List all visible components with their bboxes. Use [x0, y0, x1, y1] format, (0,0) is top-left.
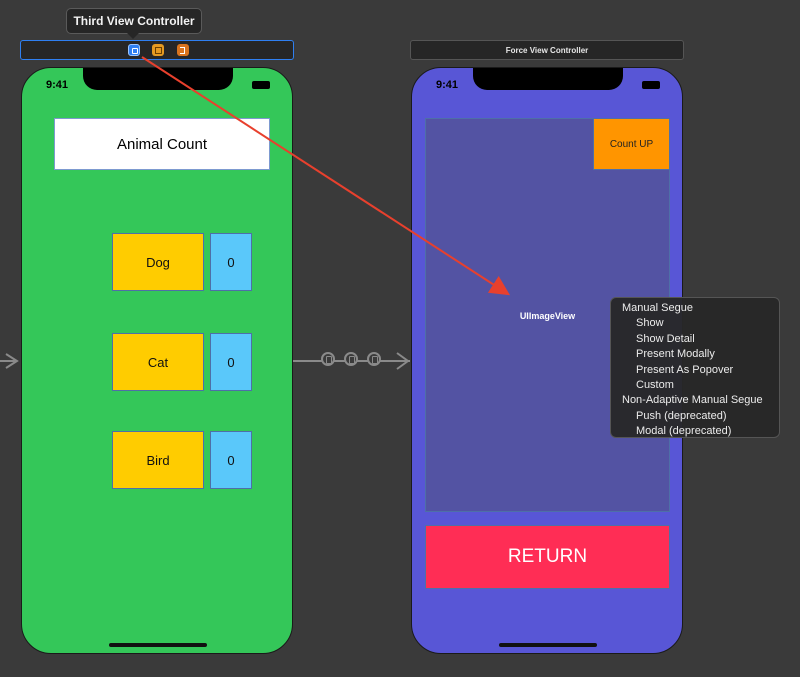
- battery-icon: [252, 81, 270, 89]
- exit-icon[interactable]: [177, 44, 189, 56]
- image-view[interactable]: UIImageView Count UP: [425, 118, 670, 512]
- animal-count-title-label[interactable]: Animal Count: [54, 118, 270, 170]
- device-notch: [83, 68, 233, 90]
- device-notch: [473, 68, 623, 90]
- home-indicator: [499, 643, 597, 647]
- third-view-controller-canvas[interactable]: 9:41 Animal Count Dog 0 Cat 0 Bird 0: [21, 67, 293, 654]
- segue-context-menu[interactable]: Manual Segue Show Show Detail Present Mo…: [610, 297, 780, 438]
- entry-arrow-icon: [0, 353, 19, 369]
- dog-count-label[interactable]: 0: [210, 233, 252, 291]
- menu-item-custom[interactable]: Custom: [636, 378, 674, 391]
- menu-header-manual-segue: Manual Segue: [622, 302, 693, 314]
- menu-header-non-adaptive: Non-Adaptive Manual Segue: [622, 394, 763, 407]
- force-scene-title: Force View Controller: [505, 45, 589, 55]
- segue-icon[interactable]: [344, 352, 358, 366]
- count-up-button[interactable]: Count UP: [593, 118, 670, 170]
- menu-item-present-modally[interactable]: Present Modally: [636, 348, 715, 361]
- cat-count-label[interactable]: 0: [210, 333, 252, 391]
- segue-icon[interactable]: [321, 352, 335, 366]
- menu-item-show-detail[interactable]: Show Detail: [636, 332, 695, 345]
- status-bar-time: 9:41: [46, 79, 69, 91]
- force-view-controller-canvas[interactable]: 9:41 UIImageView Count UP RETURN: [411, 67, 683, 654]
- return-button[interactable]: RETURN: [425, 525, 670, 589]
- bird-button[interactable]: Bird: [112, 431, 204, 489]
- force-scene-bar[interactable]: Force View Controller: [410, 40, 684, 60]
- menu-item-show[interactable]: Show: [636, 317, 664, 330]
- menu-item-modal[interactable]: Modal (deprecated): [636, 425, 732, 438]
- tooltip-arrow: [127, 33, 139, 39]
- dog-button[interactable]: Dog: [112, 233, 204, 291]
- view-controller-icon[interactable]: [128, 44, 140, 56]
- first-responder-icon[interactable]: [152, 44, 164, 56]
- image-view-label: UIImageView: [519, 311, 576, 321]
- home-indicator: [109, 643, 207, 647]
- segue-icon[interactable]: [367, 352, 381, 366]
- menu-item-present-as-popover[interactable]: Present As Popover: [636, 363, 734, 376]
- menu-item-push[interactable]: Push (deprecated): [636, 409, 727, 422]
- segue-arrow-icon: [396, 352, 410, 370]
- bird-count-label[interactable]: 0: [210, 431, 252, 489]
- cat-button[interactable]: Cat: [112, 333, 204, 391]
- battery-icon: [642, 81, 660, 89]
- status-bar-time: 9:41: [436, 79, 459, 91]
- scene-tooltip: Third View Controller: [66, 8, 202, 34]
- third-scene-bar[interactable]: [20, 40, 294, 60]
